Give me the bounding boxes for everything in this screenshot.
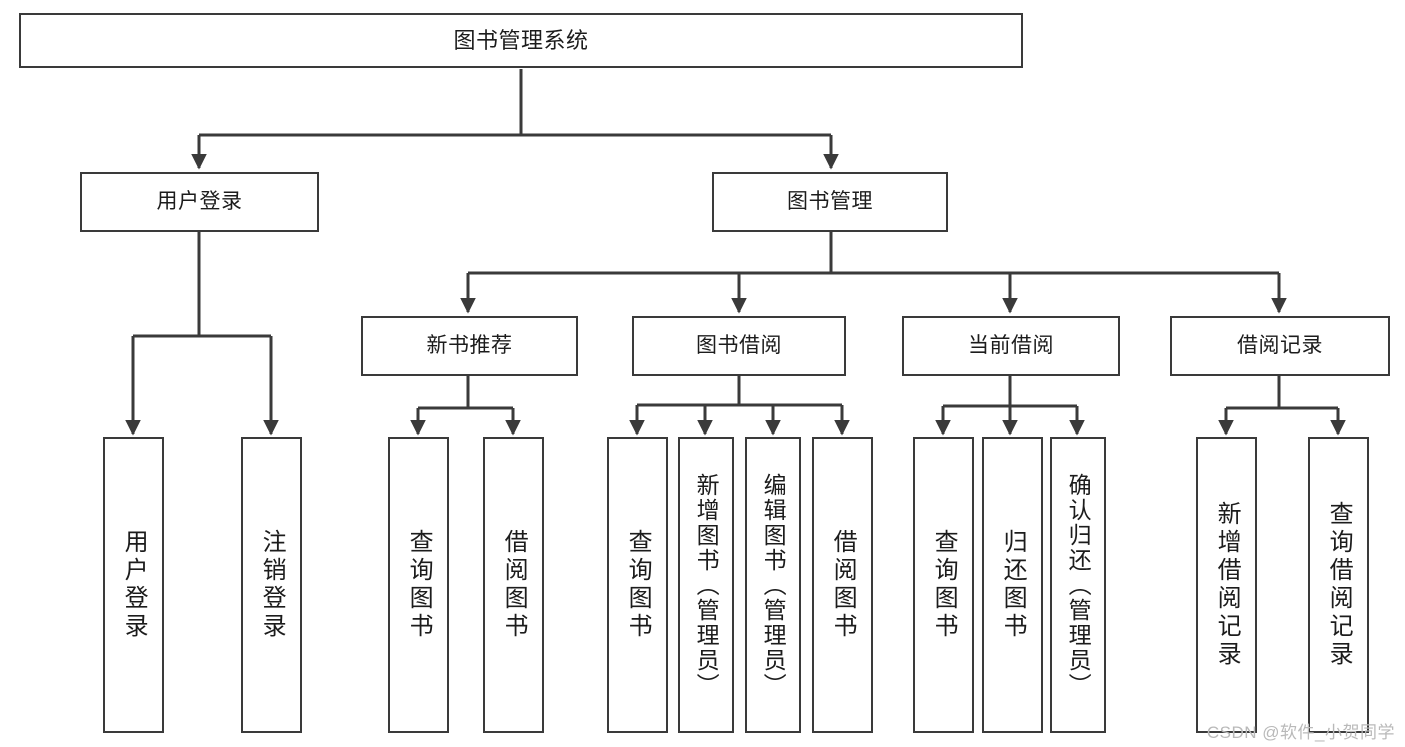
node-leaf-query-book-3-label: 查询图书 [930, 529, 958, 641]
node-book-borrow[interactable]: 图书借阅 [632, 316, 846, 376]
node-leaf-query-book-1-label: 查询图书 [405, 529, 433, 641]
node-leaf-user-login[interactable]: 用户登录 [103, 437, 164, 733]
node-current-borrow-label: 当前借阅 [968, 333, 1054, 357]
node-current-borrow[interactable]: 当前借阅 [902, 316, 1120, 376]
node-leaf-add-record-label: 新增借阅记录 [1213, 501, 1241, 669]
node-user-login-label: 用户登录 [156, 189, 243, 213]
node-leaf-query-record[interactable]: 查询借阅记录 [1308, 437, 1369, 733]
node-new-book-recommend-label: 新书推荐 [426, 333, 513, 357]
node-leaf-borrow-book-2[interactable]: 借阅图书 [812, 437, 873, 733]
node-leaf-borrow-book-2-label: 借阅图书 [829, 529, 857, 641]
node-leaf-borrow-book-1[interactable]: 借阅图书 [483, 437, 544, 733]
node-leaf-query-book-1[interactable]: 查询图书 [388, 437, 449, 733]
node-book-management-label: 图书管理 [787, 189, 873, 213]
node-leaf-return-book[interactable]: 归还图书 [982, 437, 1043, 733]
node-leaf-query-book-2-label: 查询图书 [624, 529, 652, 641]
node-leaf-return-book-label: 归还图书 [999, 529, 1027, 641]
node-leaf-confirm-return[interactable]: 确认归还（管理员） [1050, 437, 1106, 733]
node-leaf-edit-book[interactable]: 编辑图书（管理员） [745, 437, 801, 733]
node-leaf-query-record-label: 查询借阅记录 [1325, 501, 1353, 669]
node-book-borrow-label: 图书借阅 [696, 333, 782, 357]
node-leaf-add-book[interactable]: 新增图书（管理员） [678, 437, 734, 733]
node-leaf-edit-book-label: 编辑图书（管理员） [760, 472, 787, 698]
node-leaf-logout[interactable]: 注销登录 [241, 437, 302, 733]
node-user-login[interactable]: 用户登录 [80, 172, 319, 232]
node-leaf-logout-label: 注销登录 [258, 529, 286, 641]
node-leaf-query-book-2[interactable]: 查询图书 [607, 437, 668, 733]
node-borrow-record[interactable]: 借阅记录 [1170, 316, 1390, 376]
node-leaf-user-login-label: 用户登录 [120, 529, 148, 641]
node-borrow-record-label: 借阅记录 [1237, 333, 1323, 357]
node-leaf-add-record[interactable]: 新增借阅记录 [1196, 437, 1257, 733]
node-leaf-query-book-3[interactable]: 查询图书 [913, 437, 974, 733]
node-leaf-confirm-return-label: 确认归还（管理员） [1065, 472, 1092, 698]
watermark-text: CSDN @软件_小贺同学 [1206, 723, 1395, 742]
node-leaf-add-book-label: 新增图书（管理员） [693, 472, 720, 698]
node-root[interactable]: 图书管理系统 [19, 13, 1023, 68]
node-root-label: 图书管理系统 [453, 27, 589, 53]
node-leaf-borrow-book-1-label: 借阅图书 [500, 529, 528, 641]
node-new-book-recommend[interactable]: 新书推荐 [361, 316, 578, 376]
node-book-management[interactable]: 图书管理 [712, 172, 948, 232]
